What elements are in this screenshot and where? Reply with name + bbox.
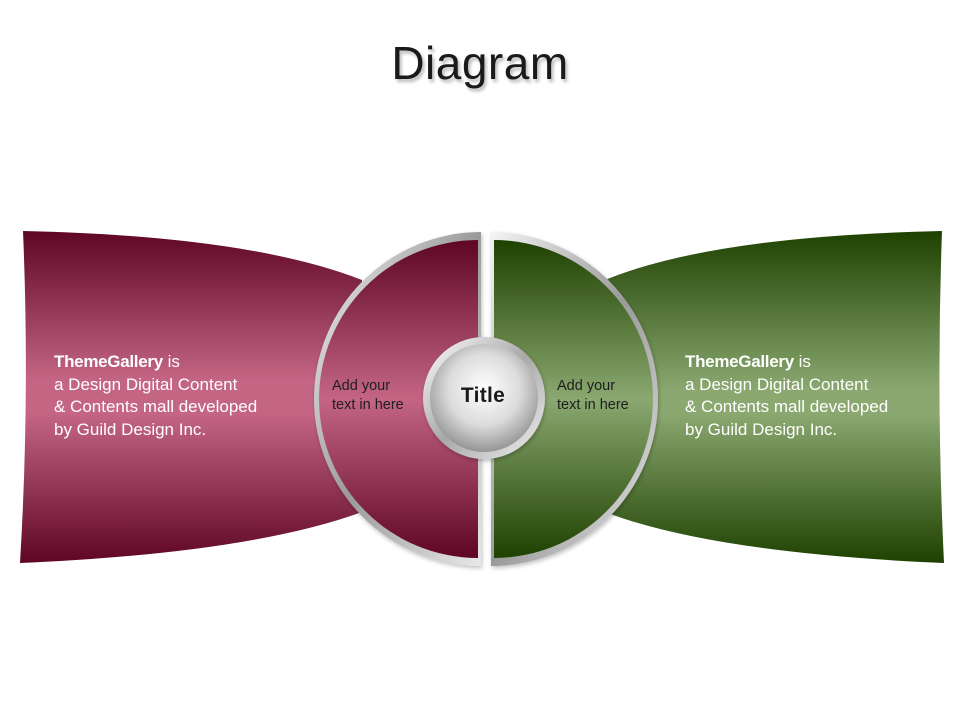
left-wing-text: ThemeGallery is a Design Digital Content… xyxy=(54,351,257,441)
left-wing-line4: by Guild Design Inc. xyxy=(54,419,207,439)
right-wing-brand: ThemeGallery xyxy=(685,352,794,371)
left-wing-brand-suffix: is xyxy=(162,352,180,371)
center-circle xyxy=(430,344,538,452)
left-wing-shape xyxy=(20,231,362,563)
right-half-line2: text in here xyxy=(557,397,629,413)
left-half-line2: text in here xyxy=(332,397,404,413)
right-wing-brand-suffix: is xyxy=(793,352,811,371)
right-half-label: Add your text in here xyxy=(557,377,629,415)
right-half-line1: Add your xyxy=(557,378,616,394)
left-half-disc xyxy=(319,240,478,558)
center-title: Title xyxy=(460,384,506,407)
slide-title: Diagram xyxy=(391,37,569,89)
left-wing-brand: ThemeGallery xyxy=(54,352,163,371)
left-half-label: Add your text in here xyxy=(332,377,404,415)
left-wing-line3: & Contents mall developed xyxy=(54,397,258,416)
right-wing-line2: a Design Digital Content xyxy=(685,374,869,394)
right-wing-line4: by Guild Design Inc. xyxy=(685,419,838,439)
right-wing-line3: & Contents mall developed xyxy=(685,397,889,416)
right-wing-shape xyxy=(605,231,944,563)
right-half-disc xyxy=(494,240,653,558)
right-wing-text: ThemeGallery is a Design Digital Content… xyxy=(685,351,888,441)
left-half-line1: Add your xyxy=(332,378,391,394)
left-wing-line2: a Design Digital Content xyxy=(54,374,238,394)
